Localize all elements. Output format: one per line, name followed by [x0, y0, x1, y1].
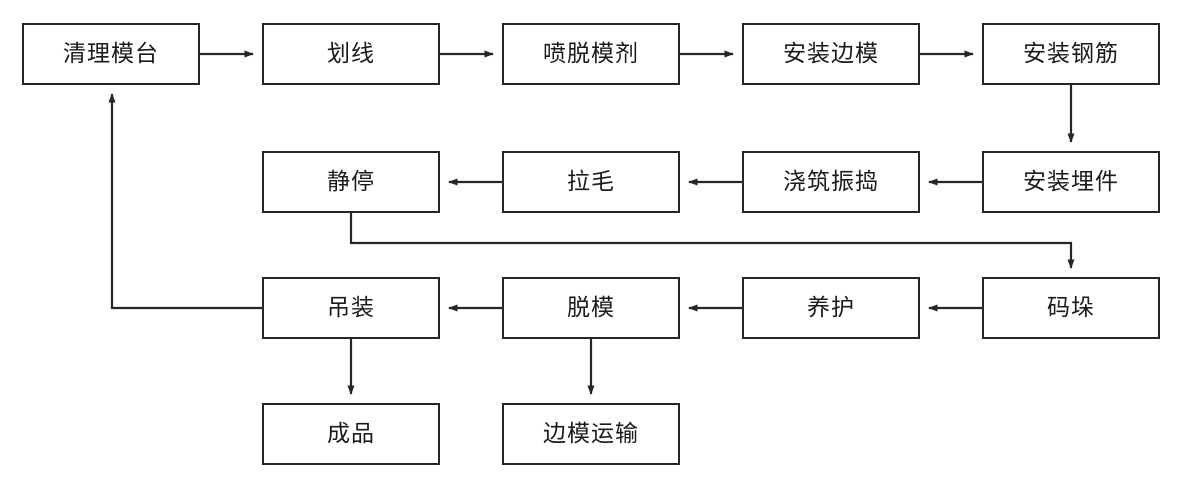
node-label-finished: 成品	[327, 420, 375, 447]
node-hoisting[interactable]: 吊装	[262, 277, 440, 339]
node-label-marking: 划线	[327, 40, 375, 67]
node-label-roughening: 拉毛	[567, 168, 615, 195]
node-label-install-embed: 安装埋件	[1023, 168, 1119, 195]
node-edge-transport[interactable]: 边模运输	[502, 403, 680, 465]
node-label-edge-transport: 边模运输	[543, 420, 639, 447]
node-label-clean-table: 清理模台	[63, 40, 159, 67]
edge-resting-to-stacking	[349, 213, 1075, 269]
node-marking[interactable]: 划线	[262, 23, 440, 85]
node-label-spray-release: 喷脱模剂	[543, 40, 639, 67]
node-install-rebar[interactable]: 安装钢筋	[982, 23, 1160, 85]
node-roughening[interactable]: 拉毛	[502, 151, 680, 213]
node-stacking[interactable]: 码垛	[982, 277, 1160, 339]
node-label-demolding: 脱模	[567, 294, 615, 321]
node-install-embed[interactable]: 安装埋件	[982, 151, 1160, 213]
node-label-install-rebar: 安装钢筋	[1023, 40, 1119, 67]
node-label-pour-vibrate: 浇筑振捣	[783, 168, 879, 195]
node-clean-table[interactable]: 清理模台	[22, 23, 200, 85]
node-install-edge[interactable]: 安装边模	[742, 23, 920, 85]
node-pour-vibrate[interactable]: 浇筑振捣	[742, 151, 920, 213]
node-curing[interactable]: 养护	[742, 277, 920, 339]
node-spray-release[interactable]: 喷脱模剂	[502, 23, 680, 85]
node-label-install-edge: 安装边模	[783, 40, 879, 67]
edge-hoisting-to-clean-table	[108, 93, 262, 310]
node-demolding[interactable]: 脱模	[502, 277, 680, 339]
node-label-hoisting: 吊装	[327, 294, 375, 321]
node-label-stacking: 码垛	[1047, 294, 1095, 321]
node-resting[interactable]: 静停	[262, 151, 440, 213]
node-finished[interactable]: 成品	[262, 403, 440, 465]
node-label-resting: 静停	[327, 168, 375, 195]
node-label-curing: 养护	[807, 294, 855, 321]
